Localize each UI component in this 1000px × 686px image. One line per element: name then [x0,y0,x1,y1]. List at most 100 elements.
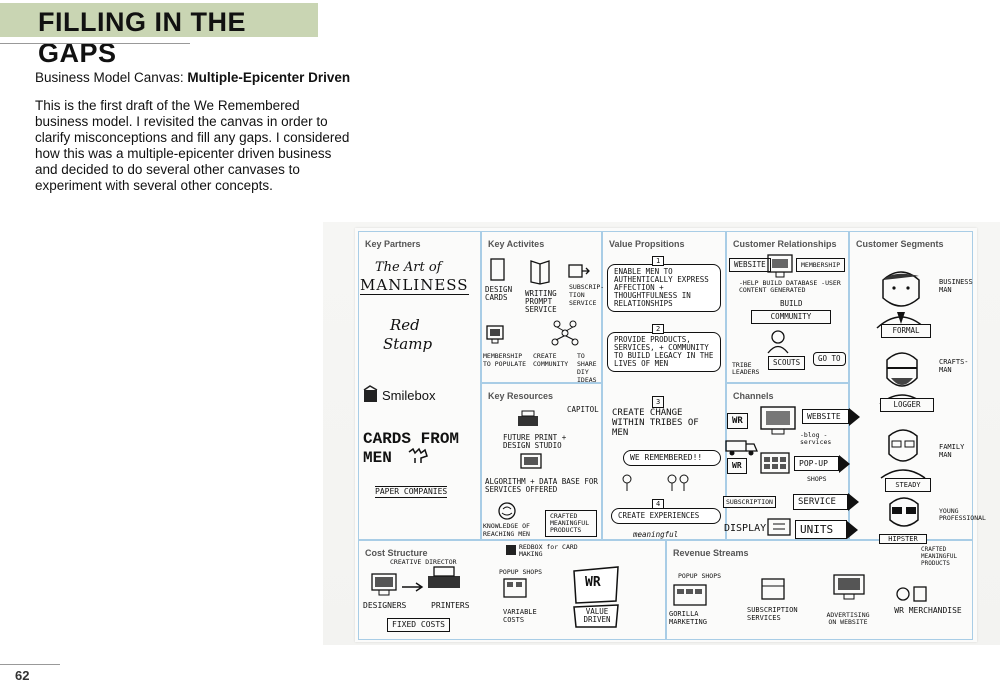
page-title: FILLING IN THE GAPS [38,7,246,68]
cell-key-resources: Key Resources [481,383,602,540]
activity-membership: MEMBERSHIP TO POPULATE [483,352,527,368]
segment-steady: STEADY [885,478,931,492]
cost-designers: DESIGNERS [363,601,407,610]
subscription-box-icon [568,264,590,278]
value-prop-1: 1 ENABLE MEN TO AUTHENTICALLY EXPRESS AF… [607,256,721,312]
partner-men: MEN [363,449,392,467]
card-icon [490,258,505,281]
value-prop-meaningful: meaningful [633,530,679,539]
partner-stamp: Stamp [383,335,433,353]
advertising-monitor-icon [833,574,865,600]
printer-icon [428,566,460,588]
label-key-partners: Key Partners [365,239,421,249]
partner-cards-from: CARDS FROM [363,430,460,448]
value-prop-2-text: PROVIDE PRODUCTS, SERVICES, + COMMUNITY … [614,335,714,368]
cost-variable: VARIABLE COSTS [503,608,537,624]
cost-wr: WR [585,575,601,590]
activity-design-cards: DESIGN CARDS [485,285,513,302]
relationship-help-build: -HELP BUILD DATABASE -USER CONTENT GENER… [739,279,841,294]
segment-family-man: FAMILY MAN [939,443,965,459]
cost-redbox: REDBOX for CARD MAKING [519,543,578,558]
value-prop-3-text: CREATE CHANGE WITHIN TRIBES OF MEN [612,408,699,438]
channel-service-arrow: SERVICE [793,493,859,511]
label-customer-segments: Customer Segments [856,239,944,249]
monitor-icon [486,325,504,344]
channel-popup-arrow: POP-UP [794,454,850,473]
title-band: FILLING IN THE GAPS [0,3,318,68]
cell-customer-relationships: Customer Relationships [726,231,849,383]
resource-capitol: CAPITOL [567,405,599,414]
database-monitor-icon [520,453,542,469]
partner-art-of: The Art of [375,260,442,275]
value-prop-4-text: CREATE EXPERIENCES [618,511,700,520]
partner-manliness: MANLINESS [360,276,469,295]
cell-value-propositions: Value Propsitions [602,231,726,540]
partner-smilebox: Smilebox [382,388,436,403]
value-prop-4: 4 CREATE EXPERIENCES [611,499,721,524]
value-prop-3: 3 CREATE CHANGE WITHIN TRIBES OF MEN [612,396,712,438]
value-prop-3-number: 3 [652,396,665,408]
revenue-subscription: SUBSCRIPTION SERVICES [747,606,798,622]
craftsman-portrait-icon [879,352,925,405]
truck-icon [725,440,758,456]
channel-wr-2: WR [727,458,747,474]
segment-crafts-man: CRAFTS- MAN [939,358,969,374]
revenue-popup-shop-icon [673,584,707,606]
revenue-crafted: CRAFTED MEANINGFUL PRODUCTS [921,546,958,567]
businessman-portrait-icon [876,271,926,329]
designer-monitor-icon [371,573,397,596]
relationship-build: BUILD [780,299,803,308]
partner-red: Red [390,316,420,334]
label-revenue-streams: Revenue Streams [673,548,749,558]
revenue-advertising: ADVERTISING ON WEBSITE [826,611,870,626]
value-prop-2: 2 PROVIDE PRODUCTS, SERVICES, + COMMUNIT… [607,324,721,372]
cell-key-partners: Key Partners [358,231,481,540]
channel-blog: -blog -services [800,431,832,446]
channel-display: DISPLAY [724,523,767,534]
print-studio-icon [518,410,538,426]
relationship-tribe-leaders: TRIBE LEADERS [732,361,760,376]
segment-young-pro: YOUNG PROFESSIONAL [939,507,986,522]
segment-hipster: HIPSTER [879,534,927,544]
merchandise-icon [896,586,927,602]
channel-shops: SHOPS [807,475,827,483]
popup-shop-icon [760,452,790,474]
activity-writing-prompt: WRITING PROMPT SERVICE [525,289,557,314]
channel-website-arrow: WEBSITE [802,407,860,426]
label-customer-relationships: Customer Relationships [733,239,837,249]
activity-subscription: SUBSCRIP- TION SERVICE [569,283,605,307]
partner-paper-companies: PAPER COMPANIES [375,486,448,498]
cost-popup-shops: POPUP SHOPS [499,568,543,576]
value-prop-1-text: ENABLE MEN TO AUTHENTICALLY EXPRESS AFFE… [614,267,709,308]
subscription-box-revenue-icon [761,578,785,600]
label-cost-structure: Cost Structure [365,548,428,558]
revenue-popup-shops: POPUP SHOPS [678,572,722,580]
segment-logger: LOGGER [880,398,934,412]
relationship-community: COMMUNITY [751,310,831,324]
cost-creative-director: CREATIVE DIRECTOR [390,558,457,566]
cost-fixed: FIXED COSTS [387,618,450,632]
intro-paragraph: This is the first draft of the We Rememb… [35,98,350,193]
title-divider [0,43,190,44]
cost-value-driven: VALUE DRIVEN [583,607,611,624]
tribe-people-icon [622,474,689,491]
cell-cost-structure: Cost Structure [358,540,666,640]
cell-revenue-streams: Revenue Streams [666,540,973,640]
wr-value-driven-badge-icon [573,566,619,628]
brain-icon [498,502,516,520]
hipster-portrait-icon [889,497,919,527]
label-key-resources: Key Resources [488,391,554,401]
label-value-propositions: Value Propsitions [609,239,685,249]
channel-subscription: SUBSCRIPTION [723,496,776,508]
subhead-bold: Multiple-Epicenter Driven [187,70,351,85]
cost-popup-shop-icon [503,578,527,598]
footer-divider [0,664,60,665]
revenue-wr-merch: WR MERCHANDISE [894,606,962,615]
relationship-scouts: SCOUTS [768,356,806,370]
resource-knowledge: KNOWLEDGE OF REACHING MEN [483,522,530,538]
channel-units-arrow: UNITS [795,520,858,539]
cost-arrow-icon [402,582,424,592]
resource-algorithm: ALGORITHM + DATA BASE FOR SERVICES OFFER… [485,477,598,494]
value-prop-1-number: 1 [652,256,665,266]
label-key-activities: Key Activites [488,239,545,249]
